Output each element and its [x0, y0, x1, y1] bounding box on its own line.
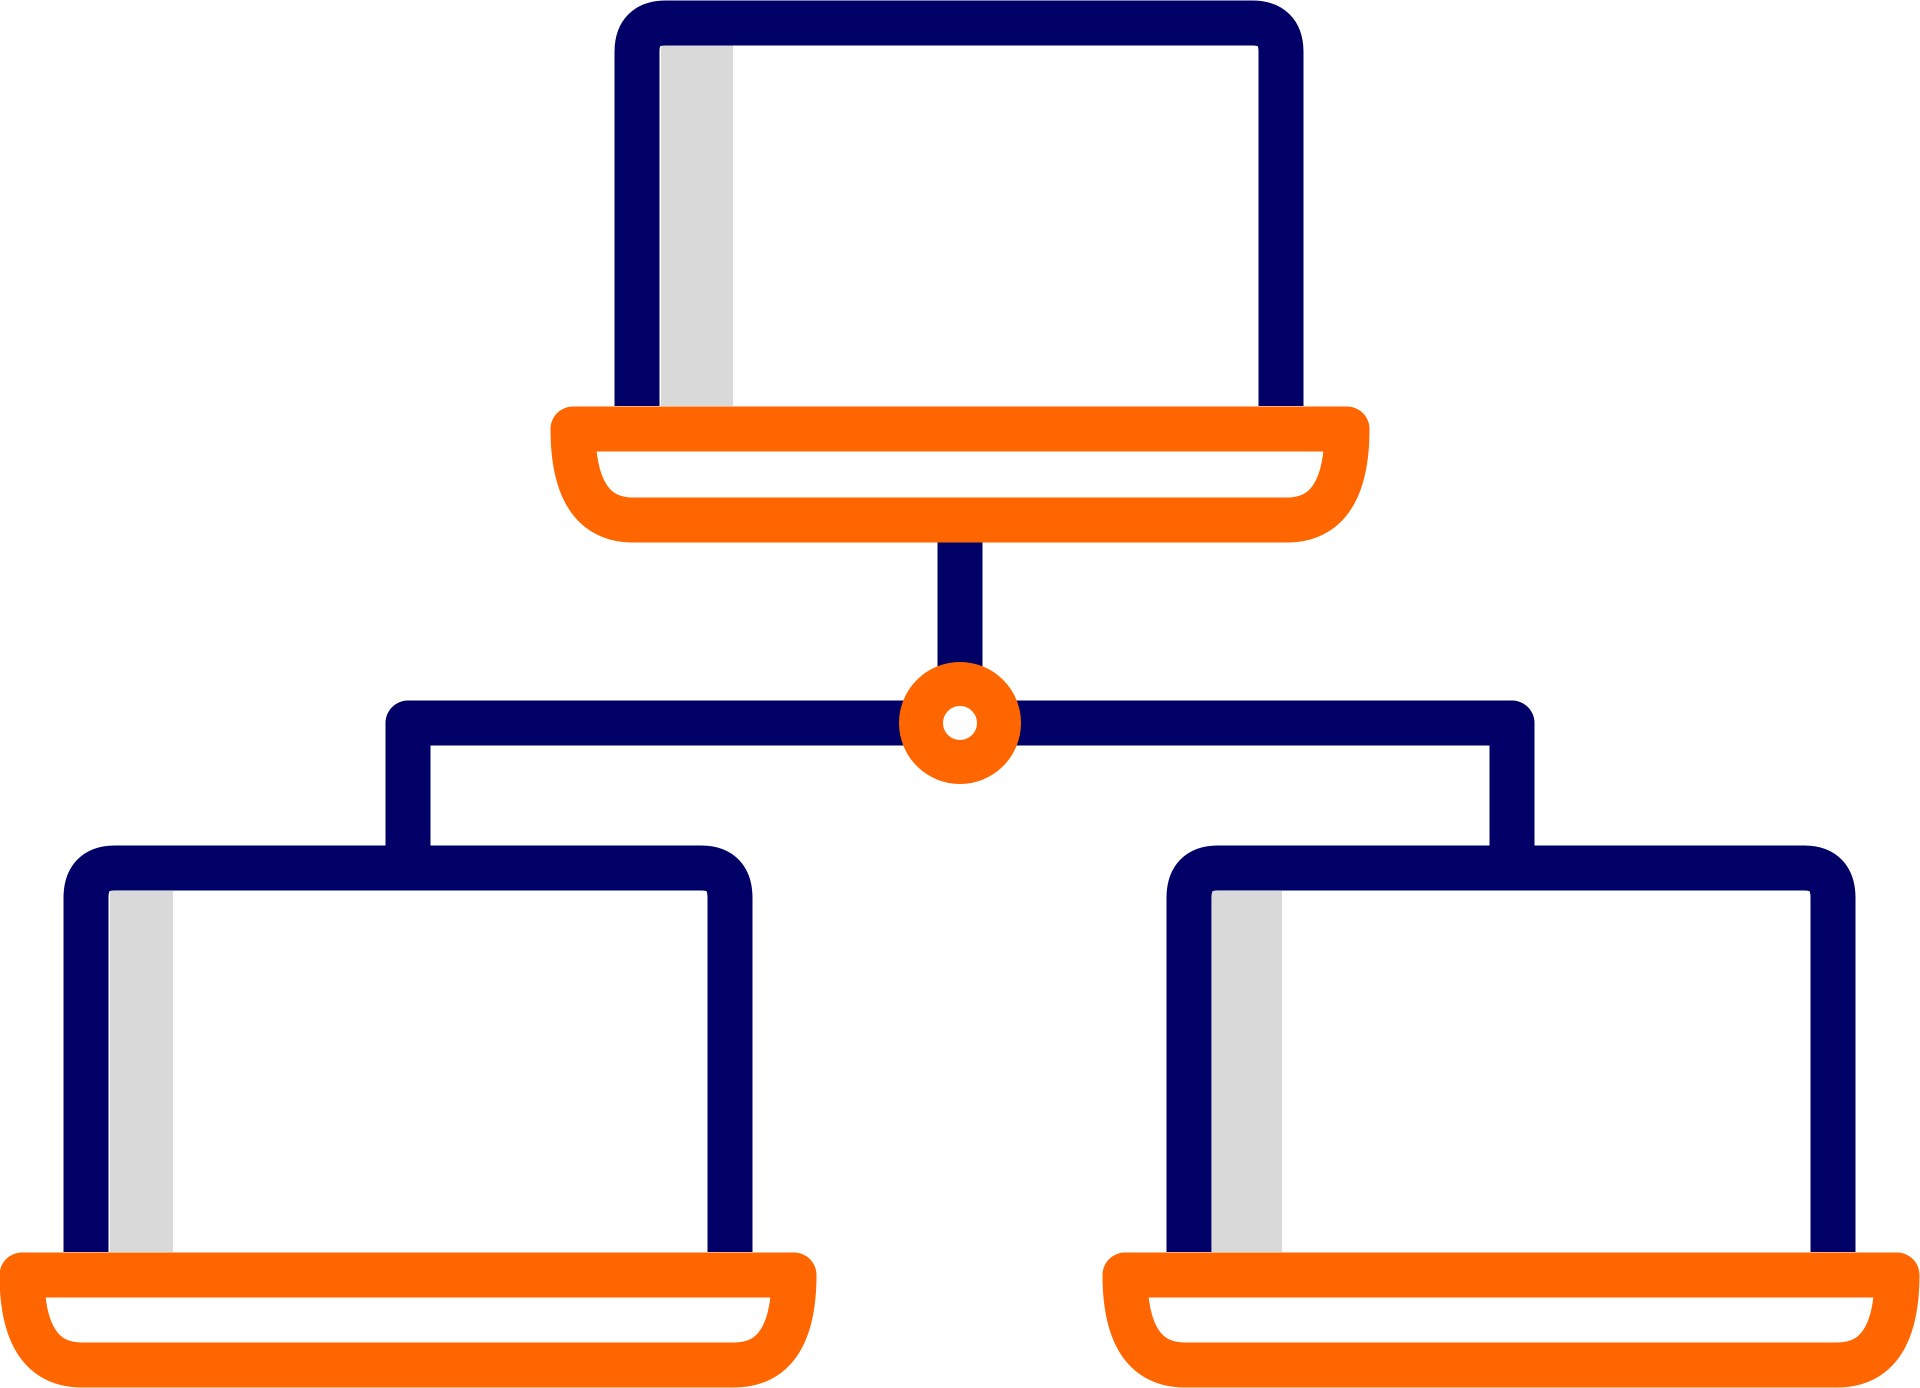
- laptop-base: [0, 1252, 817, 1388]
- screen-glare: [1212, 891, 1282, 1252]
- laptop-base: [1102, 1252, 1920, 1388]
- laptop-left: [0, 845, 817, 1388]
- connector-hub-to-right: [1015, 700, 1535, 868]
- screen-outline: [1166, 845, 1856, 1252]
- connection-hub-icon: [899, 662, 1021, 784]
- screen-outline: [614, 0, 1304, 406]
- laptop-top: [550, 0, 1370, 543]
- screen-outline: [63, 845, 753, 1252]
- laptop-base: [550, 406, 1370, 543]
- laptop-icon: [550, 0, 1370, 543]
- hub-node: [899, 662, 1021, 784]
- screen-glare: [110, 891, 173, 1252]
- laptop-icon: [0, 845, 817, 1388]
- laptop-icon: [1102, 845, 1920, 1388]
- laptop-right: [1102, 845, 1920, 1388]
- connector-lines: [385, 542, 1535, 868]
- connector-hub-to-left: [385, 700, 905, 868]
- screen-glare: [661, 45, 733, 406]
